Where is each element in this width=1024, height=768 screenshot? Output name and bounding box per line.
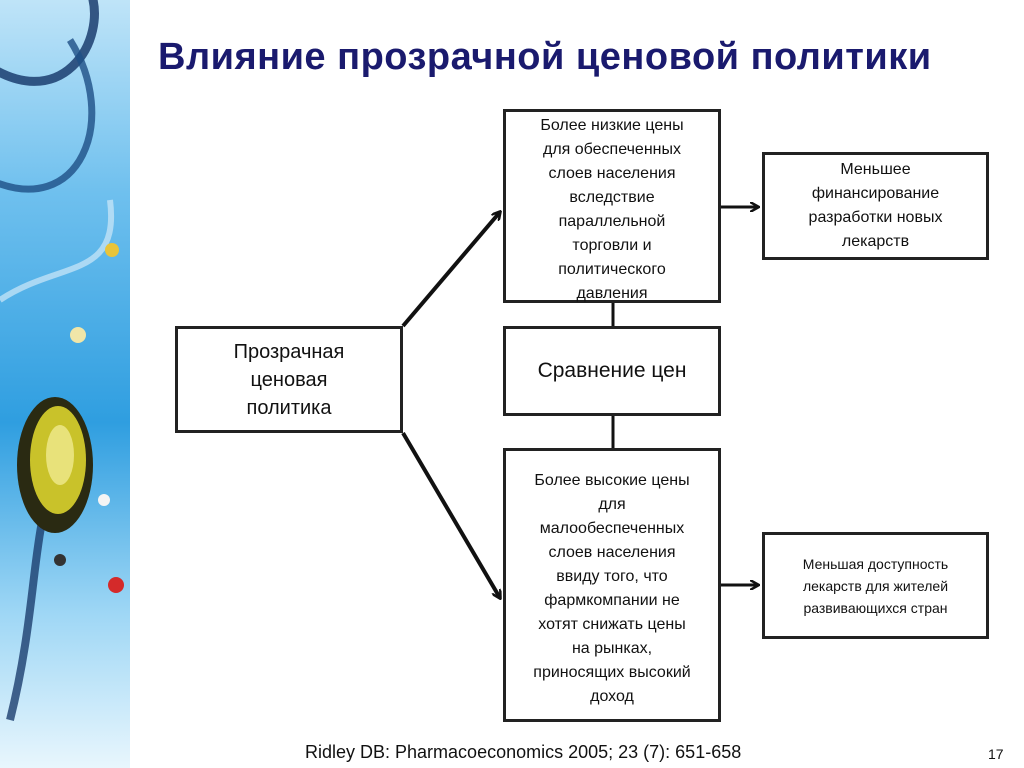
stethoscope-decor-image bbox=[0, 0, 130, 768]
arrow-policy-to-low bbox=[401, 212, 500, 328]
page-number: 17 bbox=[988, 746, 1004, 762]
high-prices-label: Более высокие цены для малообеспеченных … bbox=[533, 472, 691, 705]
price-comparison-box: Сравнение цен bbox=[503, 326, 721, 416]
policy-label: Прозрачная ценовая политика bbox=[233, 340, 345, 419]
less-access-box: Меньшая доступность лекарств для жителей… bbox=[762, 532, 989, 639]
less-funding-label: Меньшее финансирование разработки новых … bbox=[808, 161, 943, 250]
pill-decor-icon bbox=[70, 327, 86, 343]
low-prices-label: Более низкие цены для обеспеченных слоев… bbox=[540, 117, 684, 302]
high-prices-box: Более высокие цены для малообеспеченных … bbox=[503, 448, 721, 722]
less-access-label: Меньшая доступность лекарств для жителей… bbox=[802, 555, 949, 616]
slide-title: Влияние прозрачной ценовой политики bbox=[158, 36, 932, 78]
arrow-policy-to-high bbox=[401, 431, 500, 598]
price-comparison-label: Сравнение цен bbox=[537, 359, 687, 382]
low-prices-box: Более низкие цены для обеспеченных слоев… bbox=[503, 109, 721, 303]
reference-citation: Ridley DB: Pharmacoeconomics 2005; 23 (7… bbox=[305, 742, 742, 762]
less-funding-box: Меньшее финансирование разработки новых … bbox=[762, 152, 989, 260]
policy-box: Прозрачная ценовая политика bbox=[175, 326, 403, 433]
